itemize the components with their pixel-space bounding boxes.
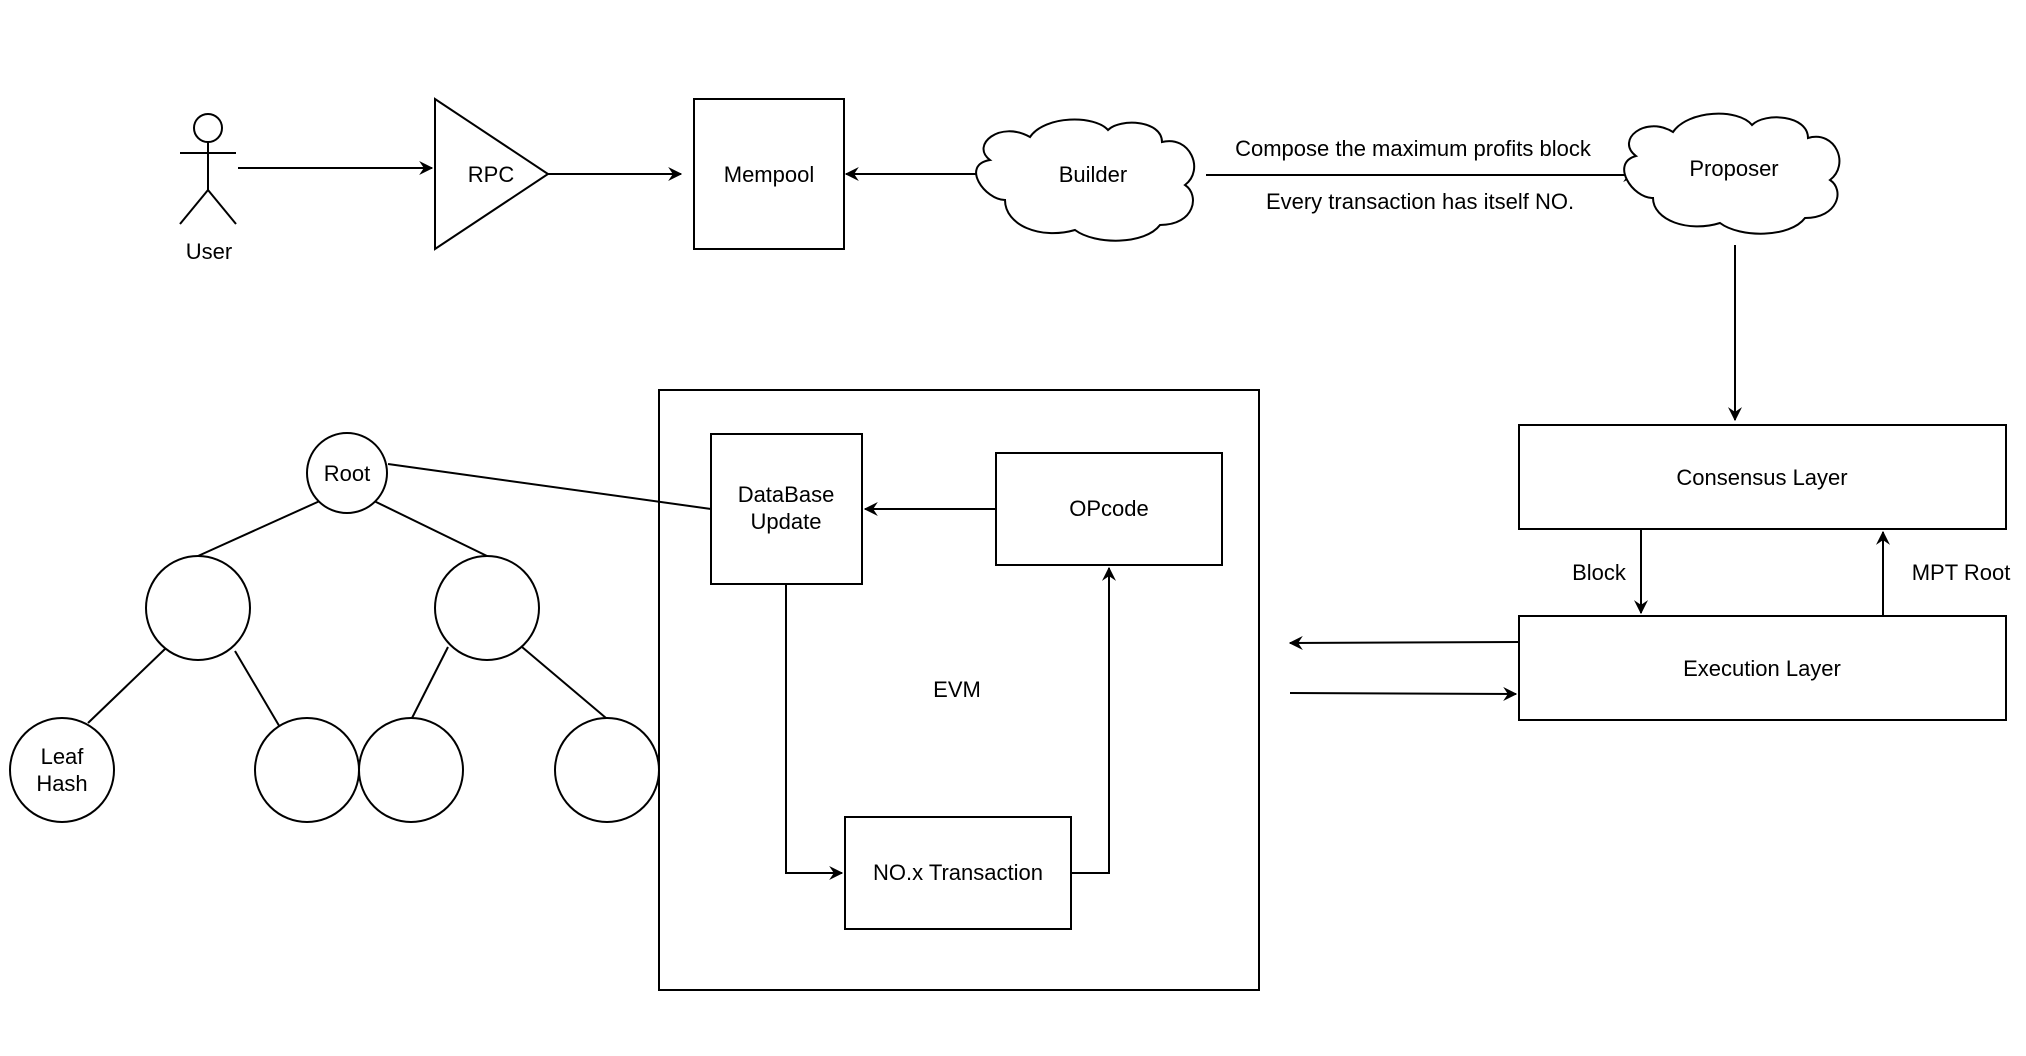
rpc-node: [434, 97, 550, 251]
tree-leaf-hash-node: [9, 717, 115, 823]
user-actor: [179, 113, 237, 225]
mempool-label: Mempool: [724, 162, 814, 187]
opcode-label: OPcode: [1069, 496, 1149, 521]
tree-leaf-node-4: [554, 717, 660, 823]
compose-edge-label: Compose the maximum profits block: [1235, 136, 1592, 161]
user-label: User: [186, 239, 232, 264]
tree-leaf-node-2: [254, 717, 360, 823]
edge-root-dbupdate: [387, 463, 712, 510]
consensus-layer-label: Consensus Layer: [1676, 465, 1847, 490]
merkle-tree-edges: [87, 499, 607, 730]
transaction-label: NO.x Transaction: [873, 860, 1043, 885]
rpc-label: RPC: [468, 162, 515, 187]
leaf-hash-label-line2: Hash: [36, 771, 87, 796]
mpt-root-edge-label: MPT Root: [1912, 560, 2011, 585]
consensus-layer-node: [1518, 424, 2007, 530]
execution-layer-node: [1518, 615, 2007, 721]
every-tx-edge-label: Every transaction has itself NO.: [1266, 189, 1574, 214]
transaction-node: [844, 816, 1072, 930]
execution-layer-label: Execution Layer: [1683, 656, 1841, 681]
builder-label: Builder: [1059, 162, 1127, 187]
tree-leaf-node-3: [358, 717, 464, 823]
edge-execution-evm: [1288, 635, 1520, 650]
database-update-label-line2: Update: [751, 509, 822, 534]
database-update-node: [710, 433, 863, 585]
leaf-hash-label-line1: Leaf: [41, 744, 85, 769]
block-edge-label: Block: [1572, 560, 1627, 585]
edge-evm-execution: [1289, 686, 1518, 701]
tree-node-left: [145, 555, 251, 661]
builder-node: [975, 118, 1196, 242]
proposer-node: [1623, 112, 1841, 235]
tree-node-right: [434, 555, 540, 661]
tree-root-node: [306, 432, 388, 514]
edge-transaction-opcode: [1071, 566, 1116, 874]
evm-container: [658, 389, 1260, 991]
evm-label: EVM: [933, 677, 981, 702]
proposer-label: Proposer: [1689, 156, 1778, 181]
database-update-label-line1: DataBase: [738, 482, 835, 507]
tree-root-label: Root: [324, 461, 370, 486]
edge-dbupdate-transaction: [785, 584, 844, 880]
mempool-node: [693, 98, 845, 250]
opcode-node: [995, 452, 1223, 566]
